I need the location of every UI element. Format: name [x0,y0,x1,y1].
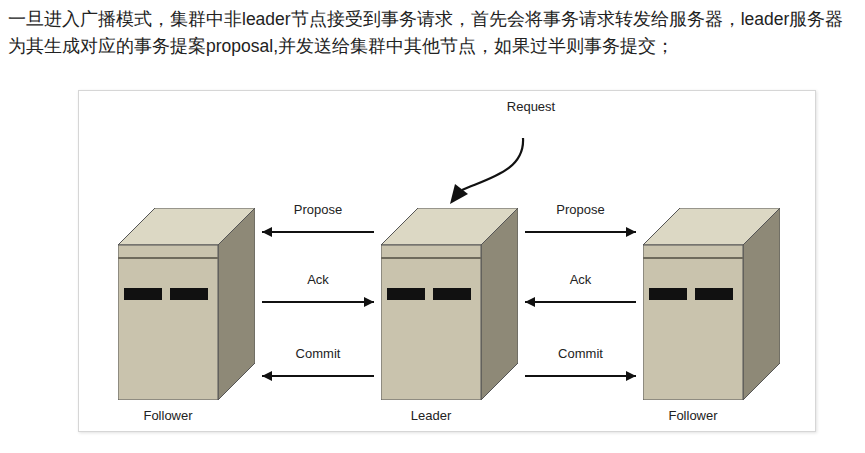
edge-label: Propose [554,202,606,217]
edge-label: Commit [294,346,343,361]
description-text: 一旦进入广播模式，集群中非leader节点接受到事务请求，首先会将事务请求转发给… [8,6,858,60]
message-arrow [525,297,636,307]
server-node: Follower [118,208,255,430]
edge-label: Commit [556,346,605,361]
arrow-line [525,301,636,303]
arrow-line [262,301,374,303]
arrow-line [262,375,374,377]
message-arrow [262,227,374,237]
arrowhead [525,297,535,307]
server-label: Leader [381,408,481,423]
server-node: Leader [381,208,518,430]
message-arrow [525,371,636,381]
edge-label: Ack [305,272,331,287]
arrowhead [262,227,272,237]
request-label: Request [496,98,566,116]
server-label: Follower [643,408,743,423]
request-arrowhead [450,184,468,204]
arrow-line [262,231,374,233]
arrow-line [525,375,636,377]
edge-label: Ack [568,272,594,287]
arrowhead [626,371,636,381]
message-arrow [262,371,374,381]
server-illustration [643,208,780,400]
arrowhead [626,227,636,237]
arrowhead [262,371,272,381]
server-node: Follower [643,208,780,430]
arrowhead [364,297,374,307]
message-arrow [525,227,636,237]
arrow-line [525,231,636,233]
server-label: Follower [118,408,218,423]
edge-label: Propose [292,202,344,217]
request-curve [462,138,523,190]
server-illustration [381,208,518,400]
message-arrow [262,297,374,307]
server-illustration [118,208,255,400]
